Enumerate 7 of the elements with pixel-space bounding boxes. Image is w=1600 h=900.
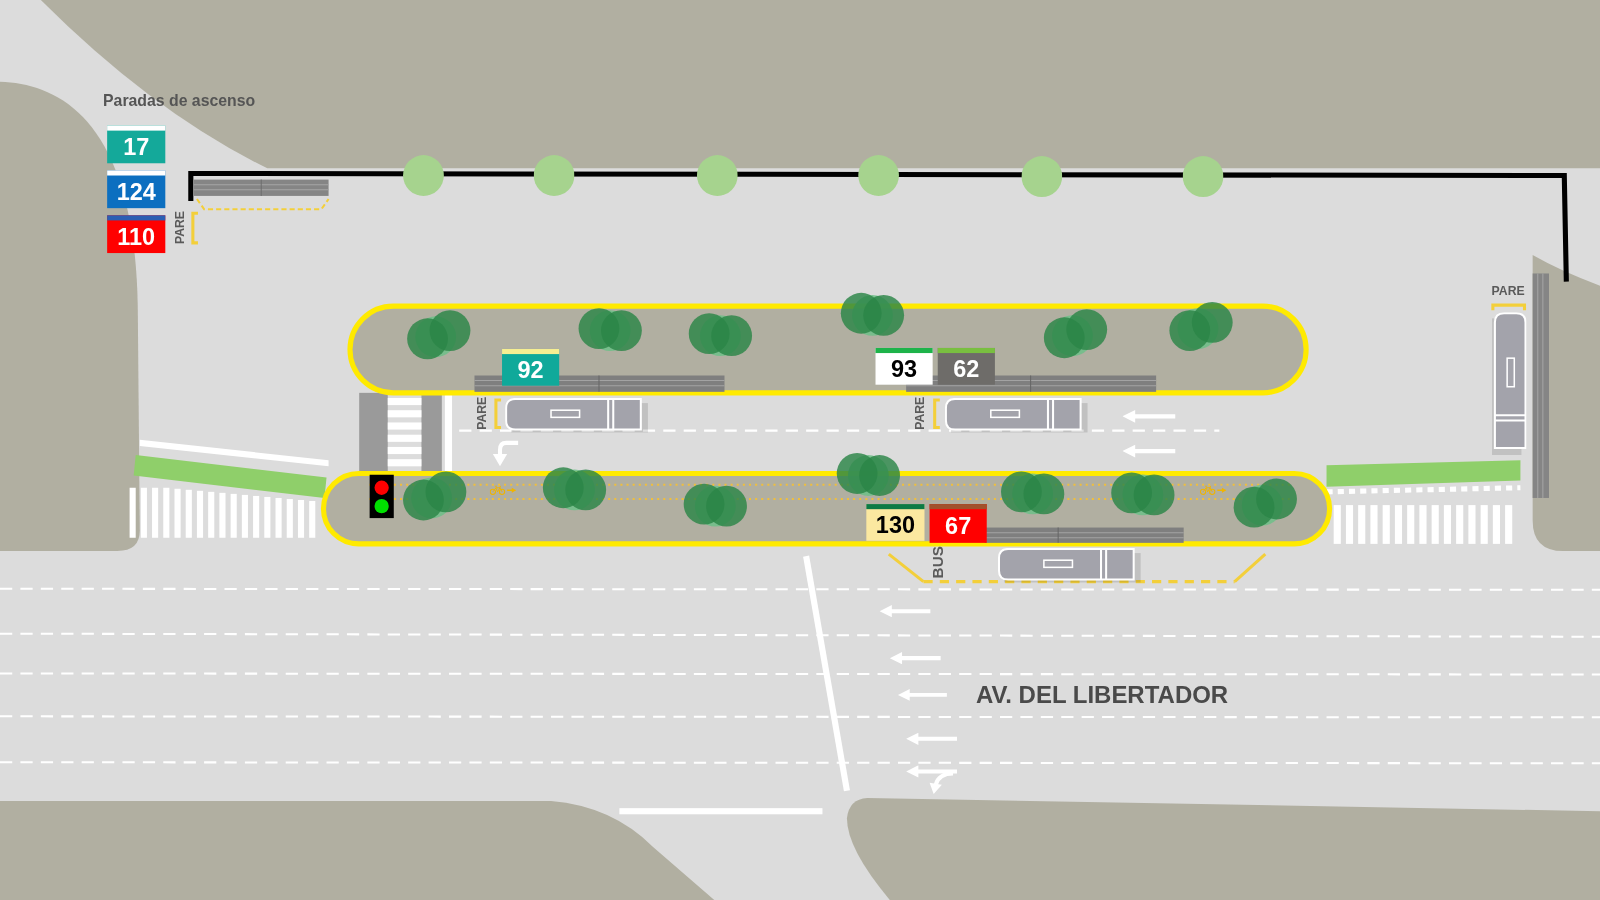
stop-marking: PARE [1491, 284, 1525, 297]
bus-lane-marking: BUS [930, 546, 946, 579]
street-name: AV. DEL LIBERTADOR [975, 683, 1229, 708]
stop-marking: PARE [475, 396, 488, 430]
stop-marking: PARE [914, 396, 927, 430]
stop-marking: PARE [173, 211, 186, 245]
section-heading: Paradas de ascenso [103, 92, 256, 109]
